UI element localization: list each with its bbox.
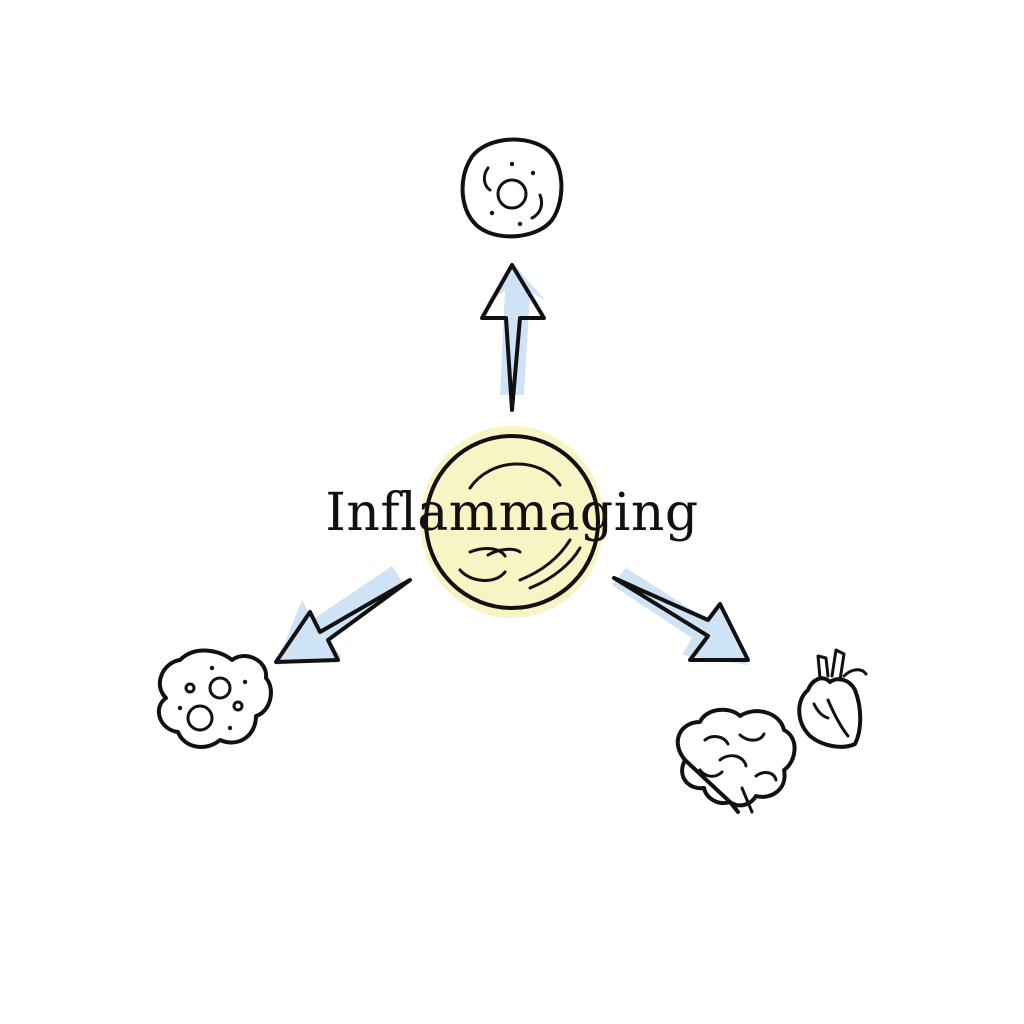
damaged-cell-icon [156,648,273,749]
brain-icon [675,707,797,814]
heart-icon [797,648,868,749]
cell-icon [420,426,604,618]
arrow-up-highlight [486,262,545,395]
arrow-up [480,262,546,412]
arrow-down-left-highlight [276,566,405,665]
arrow-down-left [274,566,412,665]
arrow-down-right [612,568,750,665]
center-highlight [420,426,604,618]
immune-cell-icon [460,137,564,239]
center-label: Inflammaging [325,483,699,543]
